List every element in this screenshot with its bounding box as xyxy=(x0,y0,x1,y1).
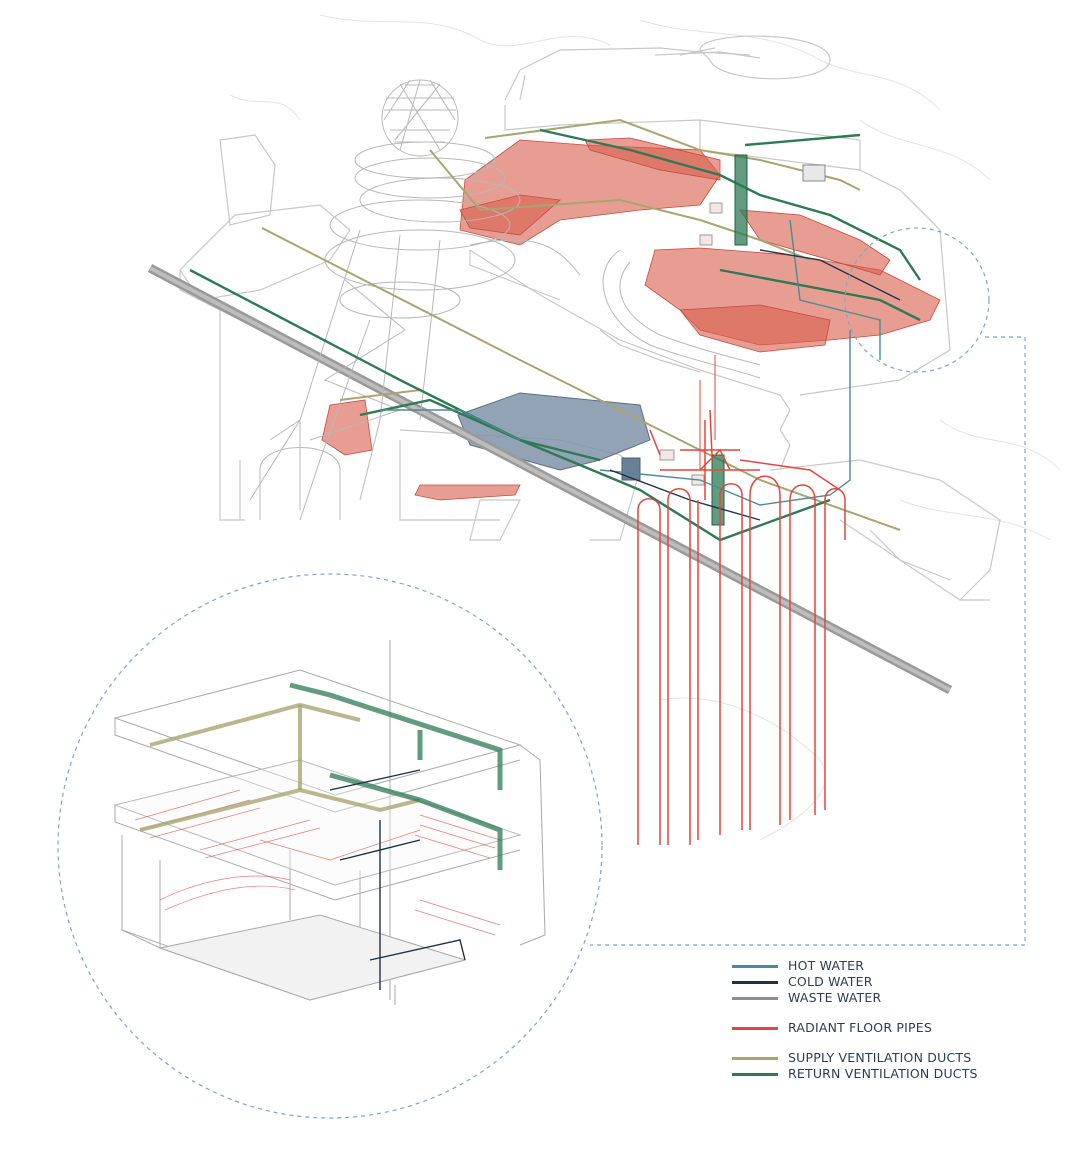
supply-ventilation-ducts xyxy=(261,118,901,531)
legend-label: HOT WATER xyxy=(788,958,865,973)
storage-tank xyxy=(457,392,651,481)
legend-swatch-waste-water xyxy=(732,997,778,1000)
legend-label: COLD WATER xyxy=(788,974,873,989)
detail-water-pipes xyxy=(329,769,466,990)
terrain-contours xyxy=(229,14,1061,841)
legend-label: WASTE WATER xyxy=(788,990,882,1005)
legend-item-supply-vent: SUPPLY VENTILATION DUCTS xyxy=(732,1050,1032,1066)
detail-supply-ducts xyxy=(139,702,421,832)
legend: HOT WATER COLD WATER WASTE WATER RADIANT… xyxy=(732,958,1032,1082)
legend-item-waste-water: WASTE WATER xyxy=(732,990,1032,1006)
legend-swatch-return-vent xyxy=(732,1073,778,1076)
red-riser-lines xyxy=(699,355,716,470)
detail-callout-large xyxy=(57,573,603,1119)
legend-item-return-vent: RETURN VENTILATION DUCTS xyxy=(732,1066,1032,1082)
legend-label: RADIANT FLOOR PIPES xyxy=(788,1020,932,1035)
geothermal-loops xyxy=(637,409,846,845)
detail-callout-small xyxy=(844,227,990,373)
callout-connector xyxy=(590,336,1026,946)
rail-beam xyxy=(147,264,953,694)
legend-label: SUPPLY VENTILATION DUCTS xyxy=(788,1050,972,1065)
legend-swatch-supply-vent xyxy=(732,1057,778,1060)
legend-swatch-hot-water xyxy=(732,965,778,968)
amphitheater xyxy=(469,239,761,379)
detail-return-ducts xyxy=(289,682,503,870)
building-outline xyxy=(179,35,1001,601)
legend-swatch-radiant-floor xyxy=(732,1027,778,1030)
legend-item-cold-water: COLD WATER xyxy=(732,974,1032,990)
legend-item-radiant-floor: RADIANT FLOOR PIPES xyxy=(732,1020,1032,1036)
observation-tower xyxy=(249,79,521,521)
legend-label: RETURN VENTILATION DUCTS xyxy=(788,1066,978,1081)
legend-item-hot-water: HOT WATER xyxy=(732,958,1032,974)
legend-swatch-cold-water xyxy=(732,981,778,984)
return-ventilation-ducts xyxy=(189,128,921,542)
